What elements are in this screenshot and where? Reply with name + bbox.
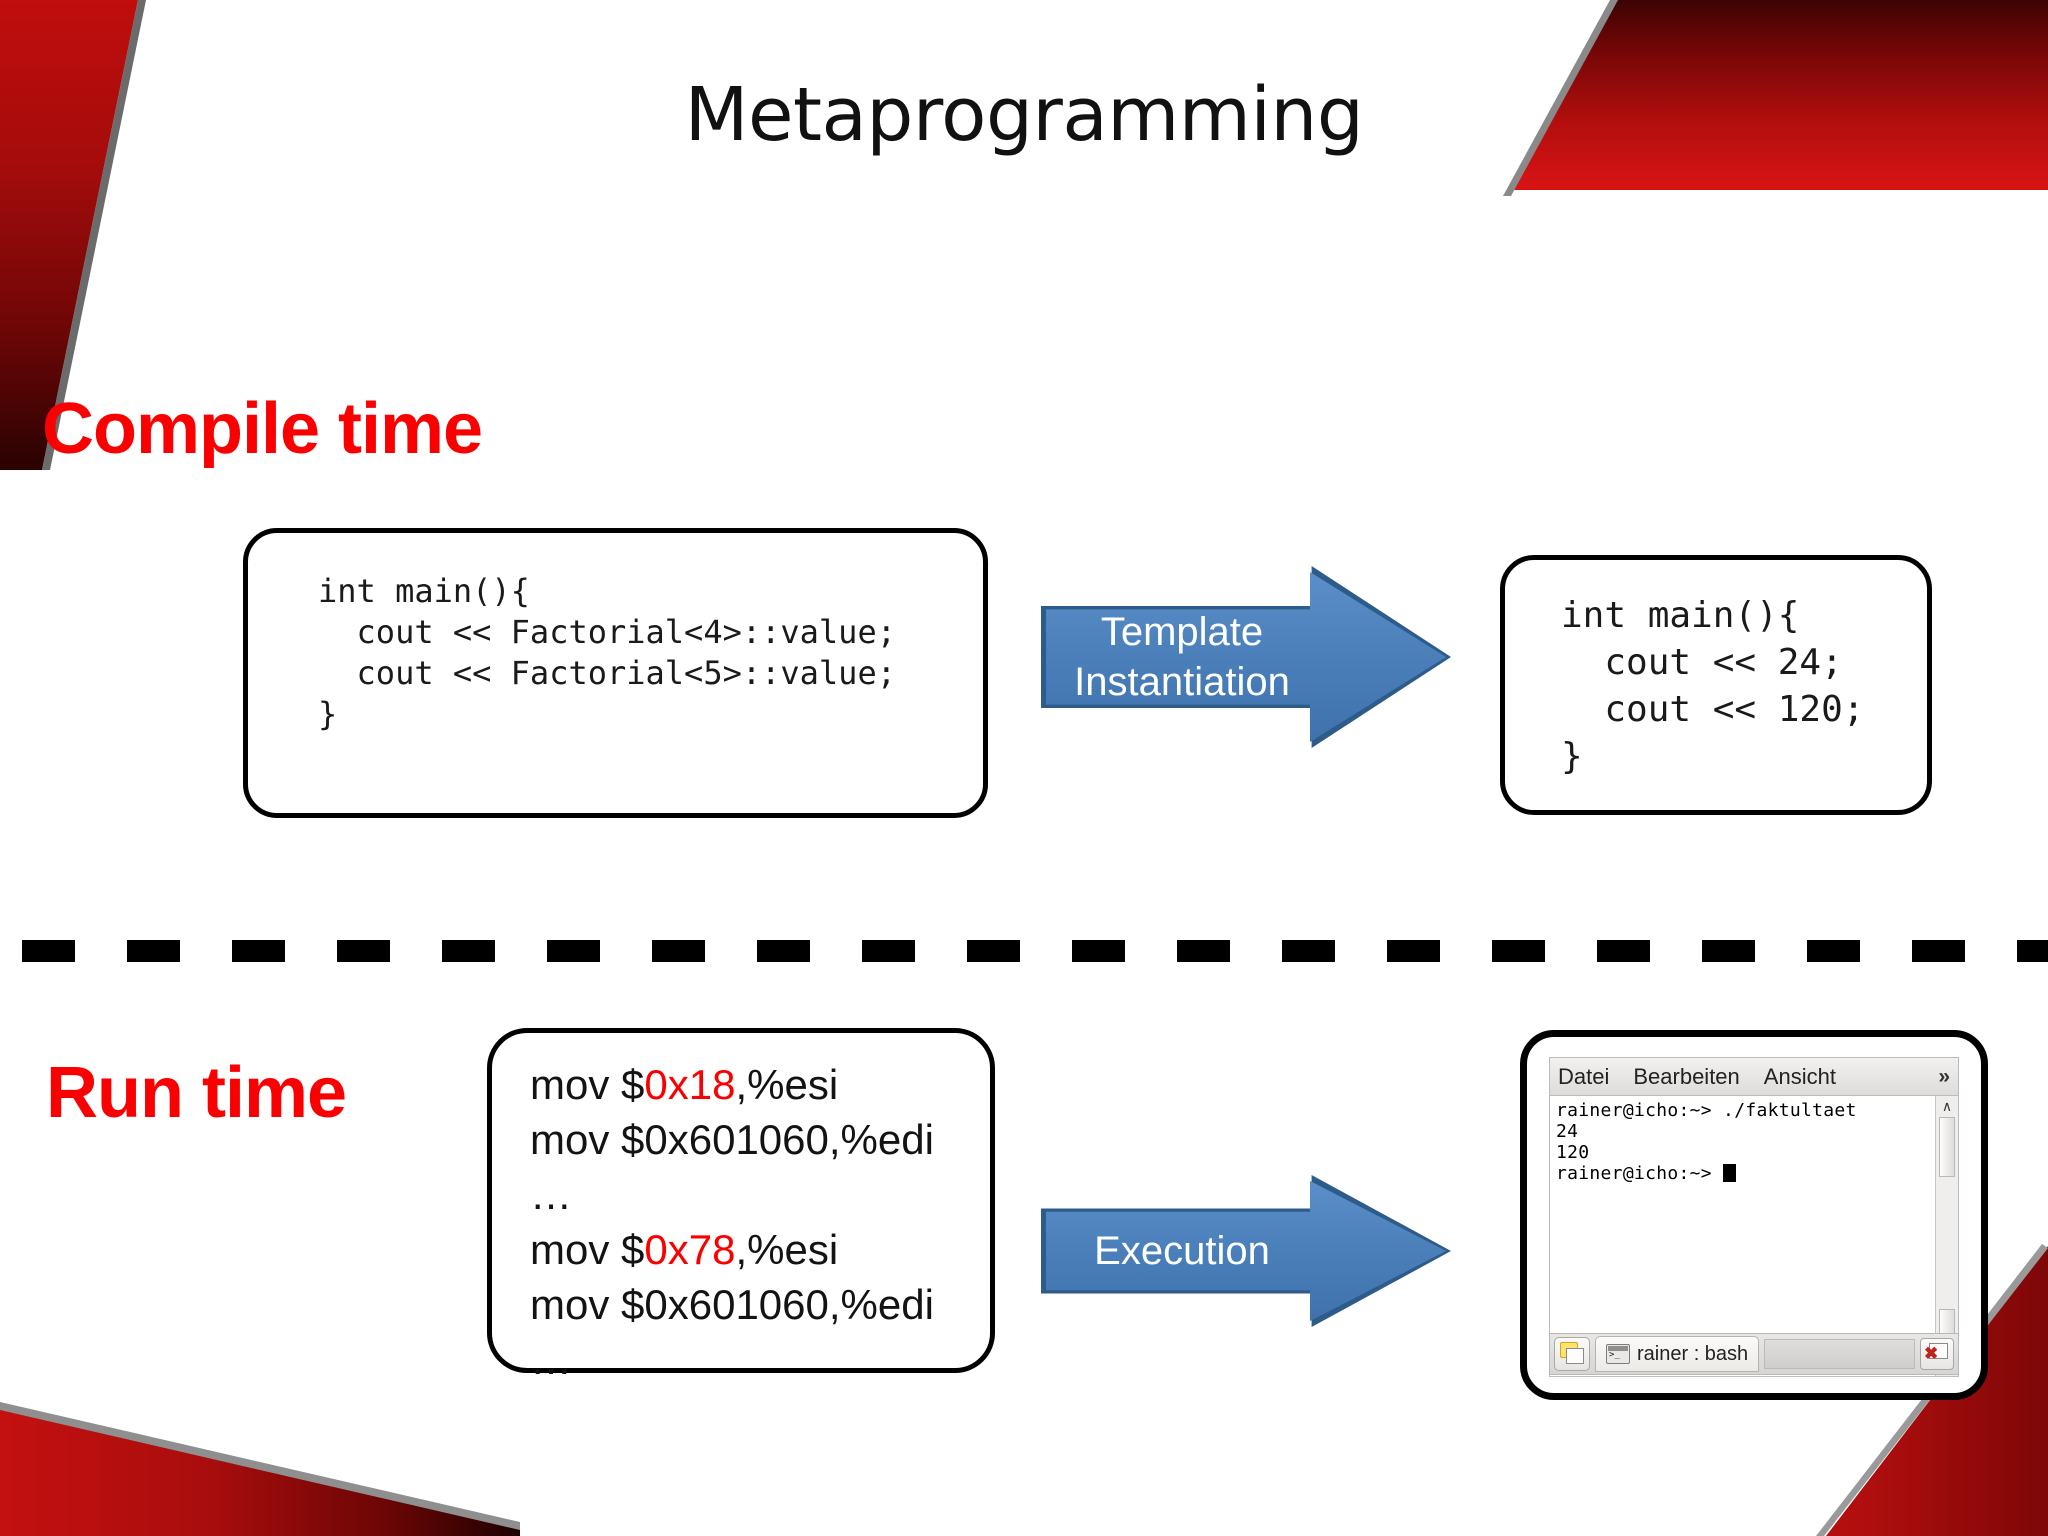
terminal-window-box: Datei Bearbeiten Ansicht » rainer@icho:~…	[1520, 1030, 1988, 1400]
terminal-tabbar-empty	[1764, 1339, 1915, 1369]
assembly-line-prefix: mov $0x601060,%edi	[530, 1281, 934, 1328]
execution-arrow-label: Execution	[1094, 1229, 1270, 1273]
terminal-body: rainer@icho:~> ./faktultaet 24 120 raine…	[1549, 1095, 1959, 1377]
section-heading-compile-time: Compile time	[42, 389, 483, 469]
page-title: Metaprogramming	[684, 72, 1364, 158]
execution-arrow: Execution	[1046, 1181, 1446, 1321]
assembly-line: mov $0x78,%esi	[530, 1222, 934, 1277]
assembly-line-suffix: ,%esi	[735, 1061, 839, 1108]
assembly-line-prefix: …	[530, 1336, 572, 1383]
instantiated-code-text: int main(){ cout << 24; cout << 120; }	[1561, 595, 1865, 777]
source-code-text: int main(){ cout << Factorial<4>::value;…	[318, 572, 896, 733]
terminal-content: rainer@icho:~> ./faktultaet 24 120 raine…	[1556, 1100, 1857, 1184]
instantiated-code-box: int main(){ cout << 24; cout << 120; }	[1500, 555, 1932, 815]
terminal-window: Datei Bearbeiten Ansicht » rainer@icho:~…	[1549, 1057, 1959, 1377]
scrollbar-thumb-secondary[interactable]	[1939, 1309, 1955, 1335]
new-tab-button-icon[interactable]	[1554, 1337, 1590, 1371]
menu-item-datei[interactable]: Datei	[1558, 1063, 1610, 1089]
assembly-line-prefix: mov $	[530, 1061, 645, 1108]
assembly-line-prefix: mov $	[530, 1226, 645, 1273]
assembly-line: mov $0x18,%esi	[530, 1057, 934, 1112]
terminal-tab[interactable]: rainer : bash	[1595, 1336, 1760, 1372]
terminal-icon	[1606, 1344, 1630, 1364]
assembly-immediate-value: 0x18	[644, 1061, 736, 1108]
menu-overflow-chevron-icon[interactable]: »	[1938, 1064, 1950, 1088]
source-code-box: int main(){ cout << Factorial<4>::value;…	[243, 528, 988, 818]
terminal-cursor	[1723, 1164, 1737, 1182]
terminal-tab-label: rainer : bash	[1637, 1342, 1749, 1365]
section-heading-run-time: Run time	[46, 1053, 347, 1133]
scrollbar-thumb[interactable]	[1939, 1117, 1955, 1177]
template-instantiation-arrow: Template Instantiation	[1046, 572, 1446, 742]
terminal-statusbar: rainer : bash	[1549, 1333, 1959, 1375]
assembly-immediate-value: 0x78	[644, 1226, 736, 1273]
template-instantiation-arrow-label: Template Instantiation	[1074, 610, 1290, 704]
assembly-line: mov $0x601060,%edi	[530, 1112, 934, 1167]
dashed-divider	[22, 940, 2048, 962]
terminal-scrollbar[interactable]: ∧ ∧ ∨	[1935, 1096, 1958, 1376]
assembly-line-prefix: …	[530, 1171, 572, 1218]
terminal-output-text: rainer@icho:~> ./faktultaet 24 120 raine…	[1550, 1096, 1935, 1376]
assembly-line-suffix: ,%esi	[735, 1226, 839, 1273]
menu-item-bearbeiten[interactable]: Bearbeiten	[1633, 1063, 1740, 1089]
menu-item-ansicht[interactable]: Ansicht	[1763, 1063, 1836, 1089]
terminal-menubar: Datei Bearbeiten Ansicht »	[1549, 1057, 1959, 1095]
assembly-line: mov $0x601060,%edi	[530, 1277, 934, 1332]
assembly-line: …	[530, 1332, 934, 1387]
assembly-line: …	[530, 1167, 934, 1222]
scroll-up-arrow-icon[interactable]: ∧	[1941, 1097, 1953, 1114]
close-icon[interactable]	[1920, 1338, 1954, 1370]
assembly-line-prefix: mov $0x601060,%edi	[530, 1116, 934, 1163]
